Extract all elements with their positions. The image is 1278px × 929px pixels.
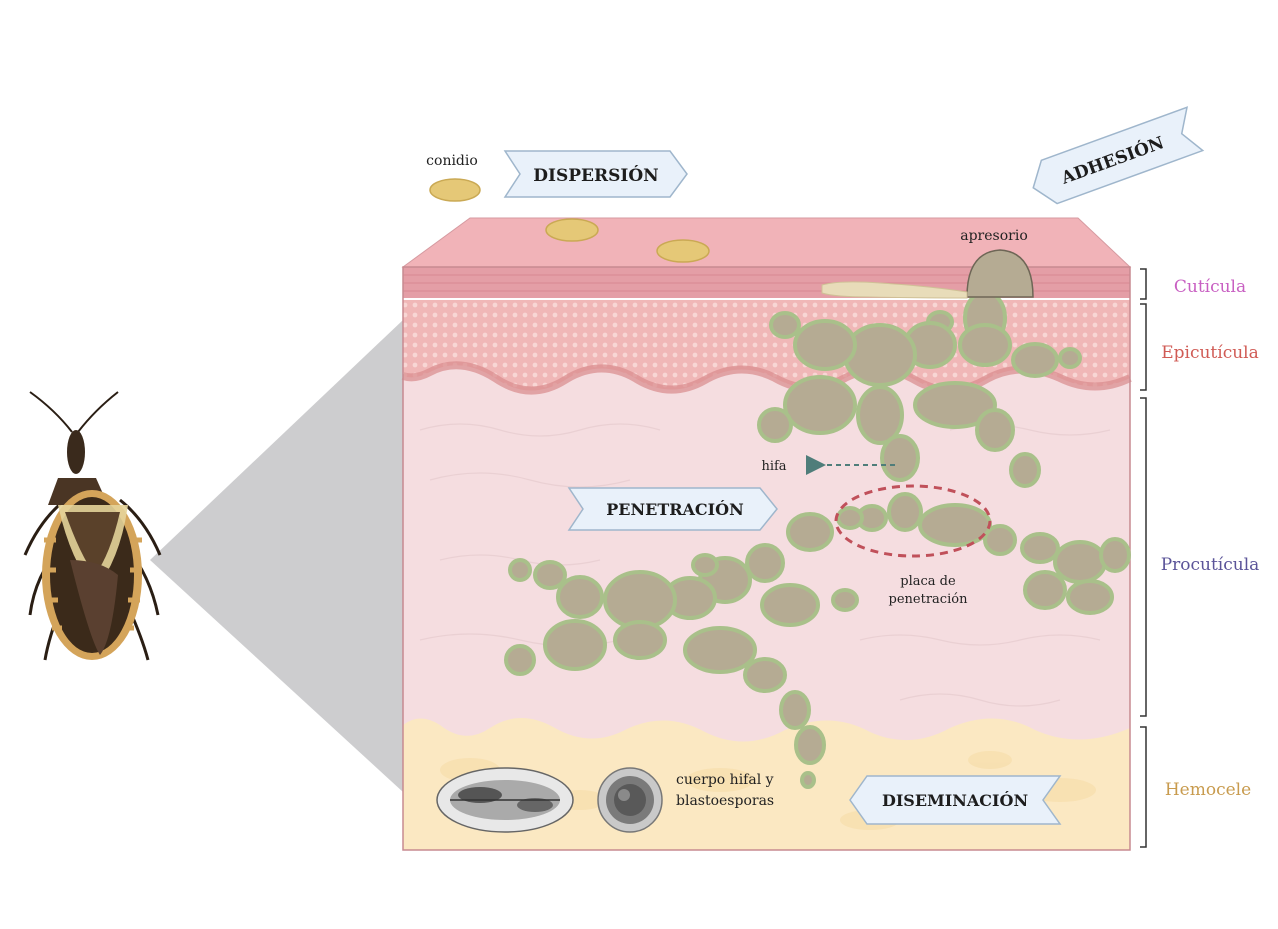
zoom-cone <box>150 320 403 792</box>
hyphal-body-micrograph <box>437 768 573 832</box>
hyphal-body-label-2: blastoesporas <box>676 793 774 809</box>
layer-label-hemocele: Hemocele <box>1165 780 1251 800</box>
layer-label-epicuticula: Epicutícula <box>1161 343 1259 363</box>
layer-label-procuticula: Procutícula <box>1161 555 1260 575</box>
conidium <box>430 179 480 201</box>
blastospore-micrograph <box>598 768 662 832</box>
dissemination-label: DISEMINACIÓN <box>882 790 1028 810</box>
hypha-label: hifa <box>761 459 786 474</box>
conidium-label: conidio <box>426 153 478 169</box>
layer-label-cuticula: Cutícula <box>1174 277 1246 297</box>
conidium <box>657 240 709 262</box>
kissing-bug-illustration <box>25 392 160 660</box>
dispersion-label: DISPERSIÓN <box>533 165 658 186</box>
conidium <box>546 219 598 241</box>
penetration-plate-label-1: placa de <box>900 574 956 589</box>
appressorium-label: apresorio <box>960 228 1028 244</box>
penetration-label: PENETRACIÓN <box>606 499 743 519</box>
layer-brackets <box>1140 269 1146 847</box>
hyphal-body-label-1: cuerpo hifal y <box>676 772 774 788</box>
penetration-plate-label-2: penetración <box>889 592 969 607</box>
